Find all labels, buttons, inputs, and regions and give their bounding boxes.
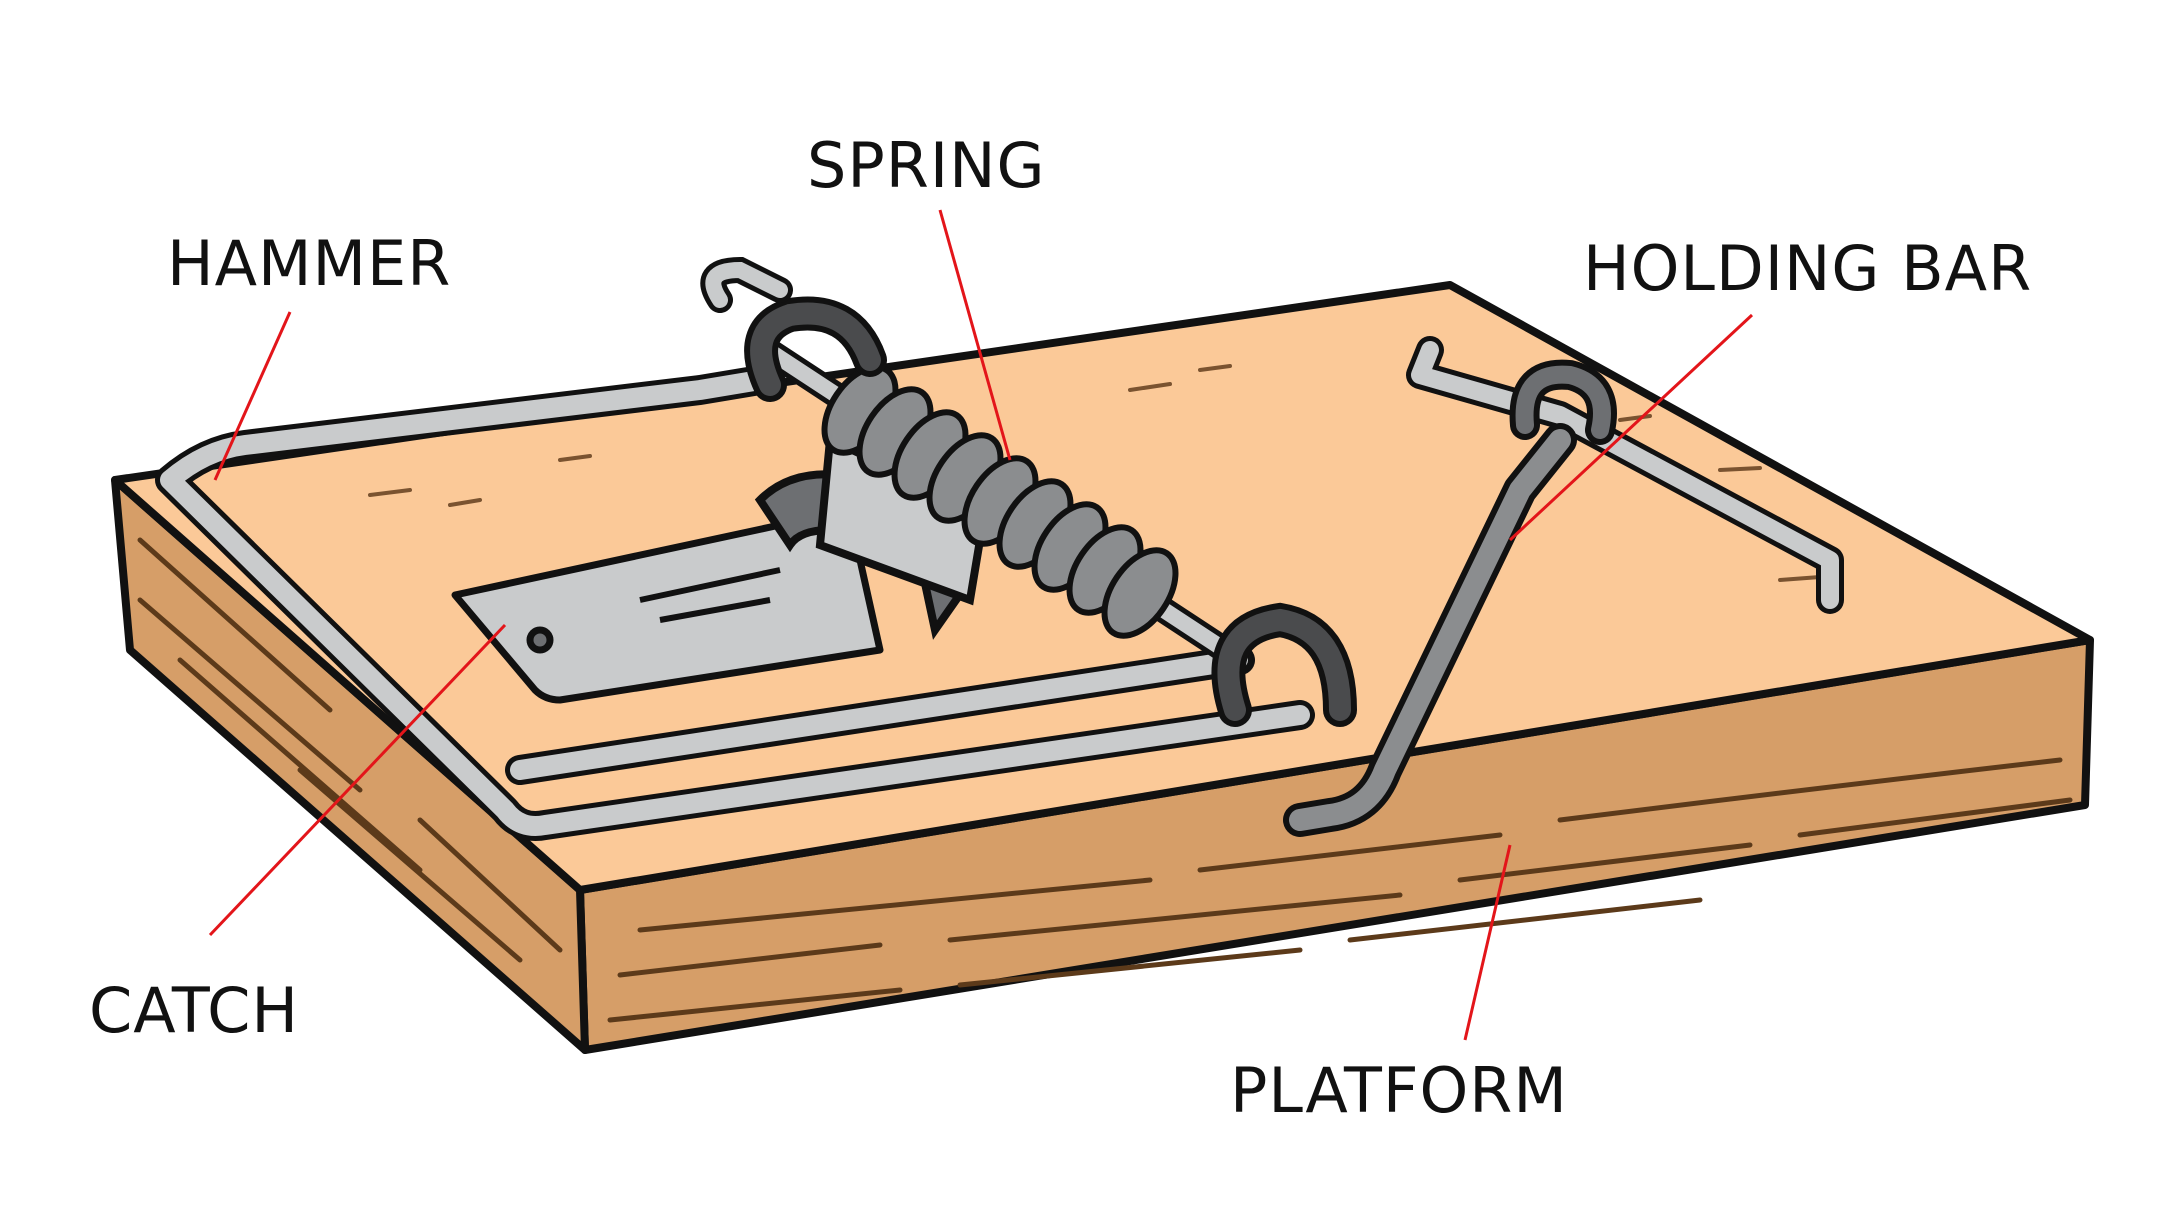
platform-leader <box>1463 844 1512 1041</box>
holding-bar <box>1283 336 1844 837</box>
catch-leader <box>208 623 507 937</box>
spring-label: SPRING <box>807 129 1046 202</box>
holding-bar-label: HOLDING BAR <box>1583 232 2033 305</box>
wood-grain <box>137 537 2073 1023</box>
hammer-label: HAMMER <box>167 227 452 300</box>
hammer-wire <box>155 365 1315 841</box>
spring-staples <box>700 256 1357 727</box>
platform-label: PLATFORM <box>1230 1054 1568 1127</box>
top-surface-marks <box>368 364 1822 582</box>
spring-leader <box>938 209 1012 461</box>
spring-coils <box>821 364 1179 639</box>
catch-label: CATCH <box>89 974 300 1047</box>
hammer-leader <box>213 311 292 481</box>
leader-lines <box>208 209 1754 1041</box>
holding-bar-leader <box>1508 313 1754 542</box>
